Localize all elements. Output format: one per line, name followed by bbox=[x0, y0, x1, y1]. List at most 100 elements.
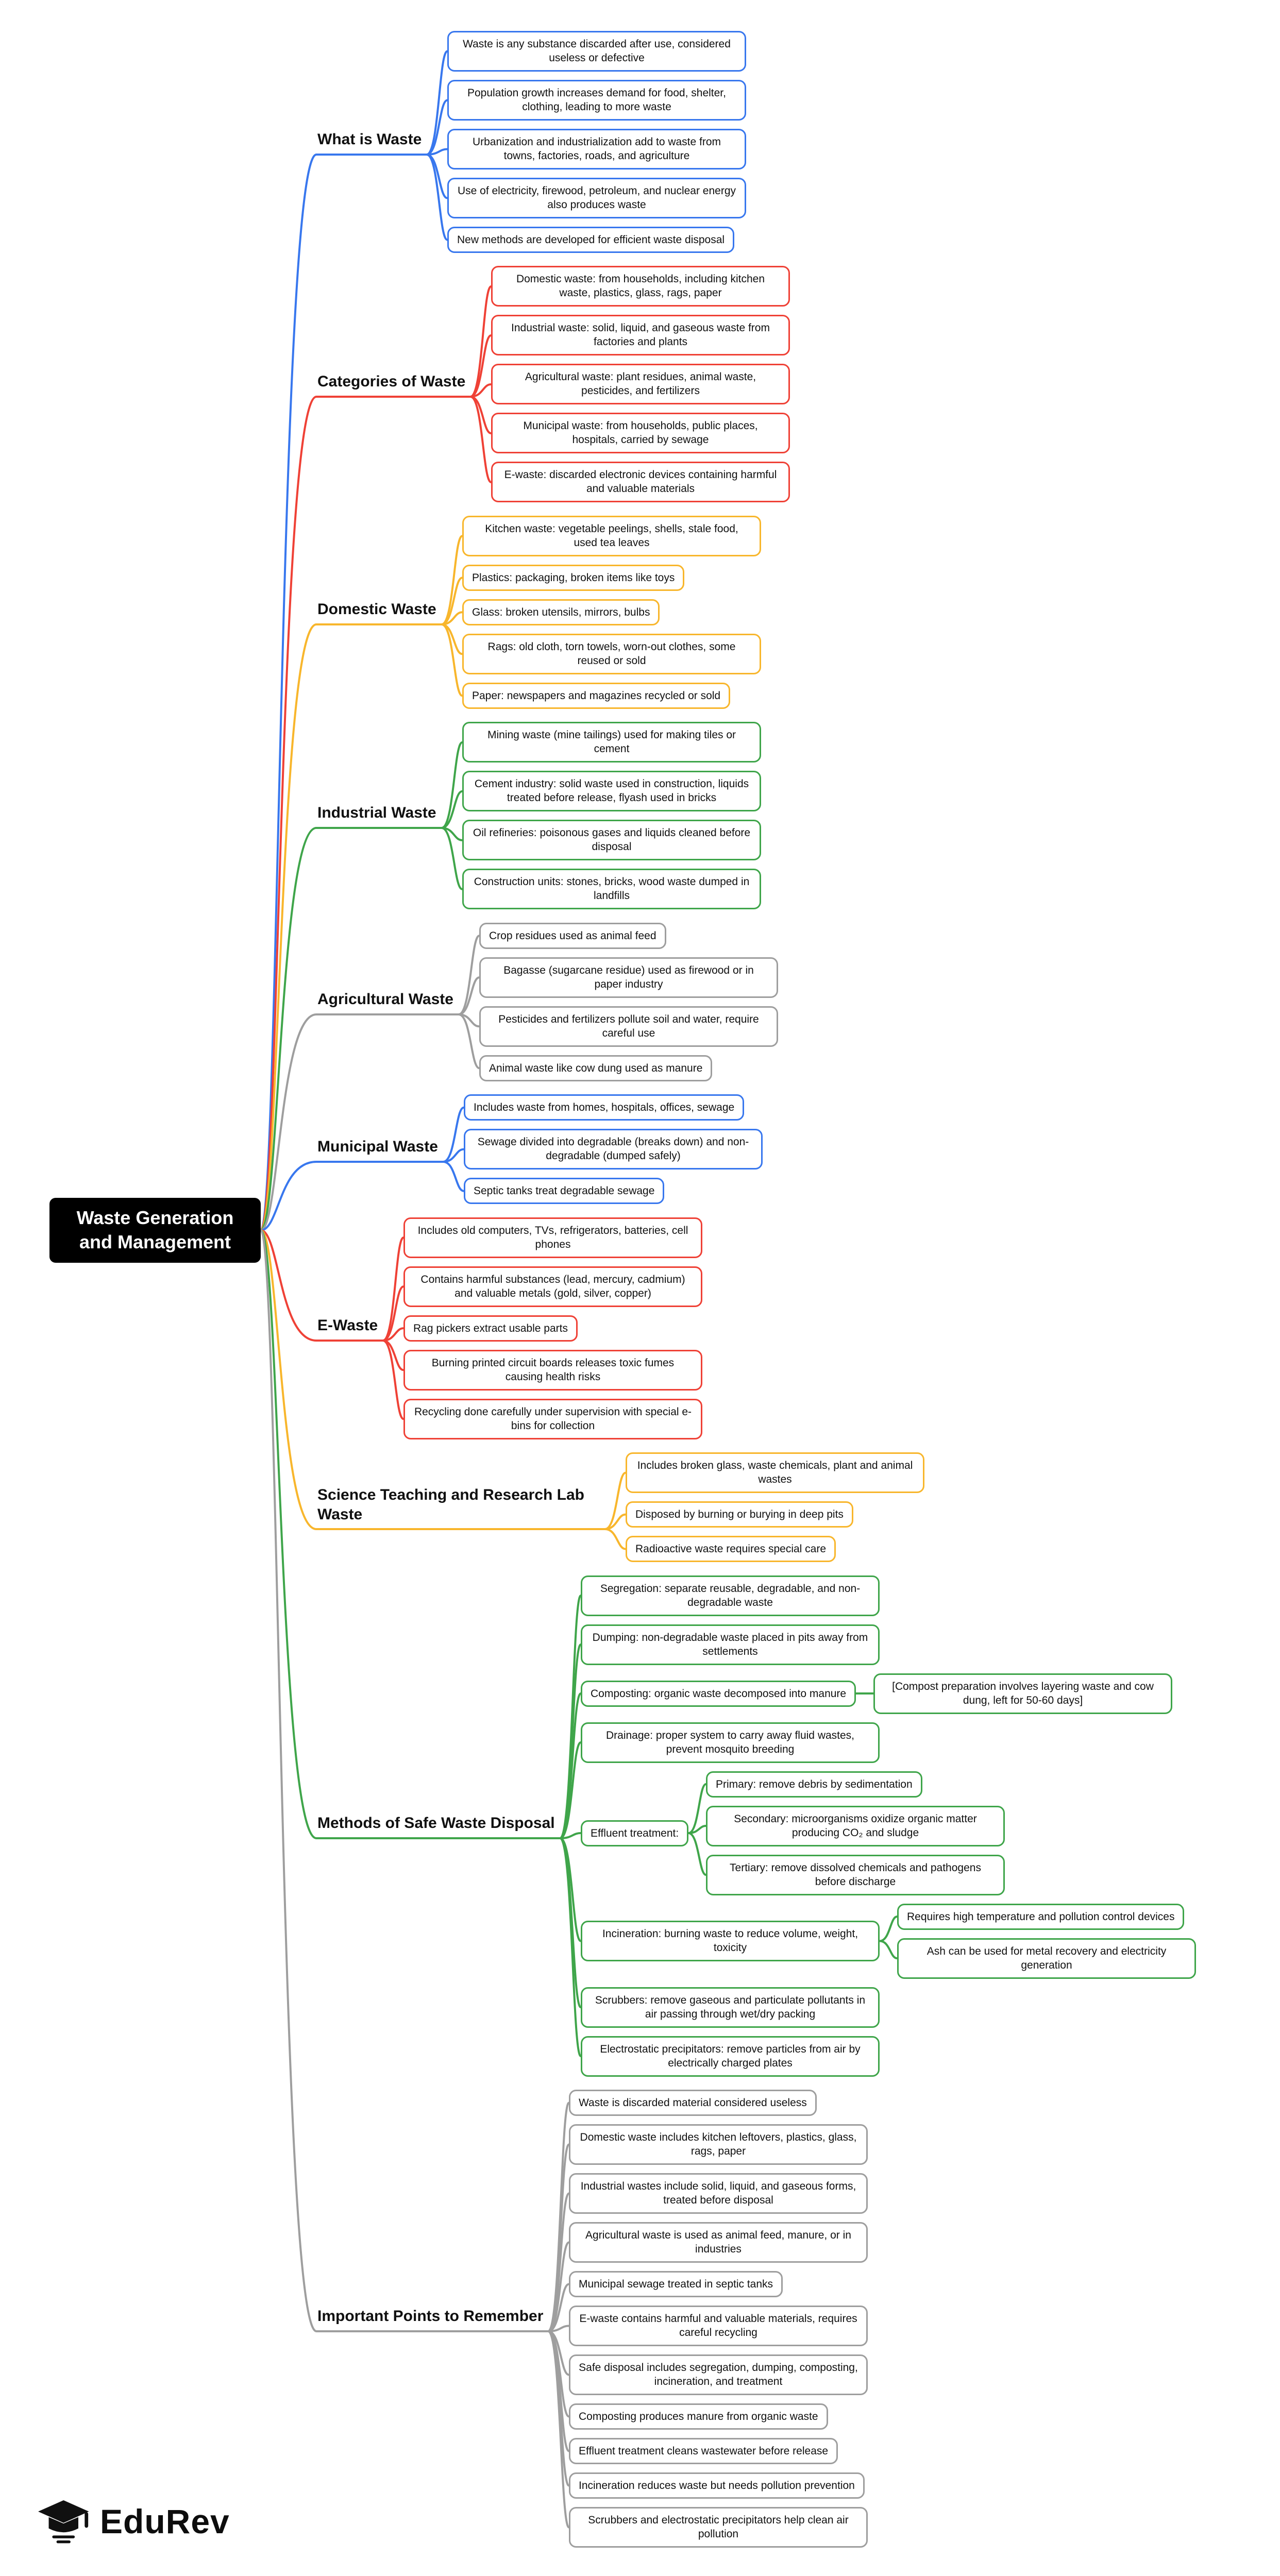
node-box: Municipal waste: from households, public… bbox=[491, 413, 790, 453]
node-box: Effluent treatment cleans wastewater bef… bbox=[569, 2438, 838, 2465]
node-box: Pesticides and fertilizers pollute soil … bbox=[479, 1006, 778, 1047]
connector bbox=[469, 334, 492, 398]
node-box: Secondary: microorganisms oxidize organi… bbox=[706, 1806, 1005, 1846]
connector bbox=[879, 1916, 898, 1942]
node-box: Includes broken glass, waste chemicals, … bbox=[626, 1452, 924, 1493]
branch-label: Agricultural Waste bbox=[316, 989, 459, 1015]
edurev-logo: EduRev bbox=[38, 2498, 230, 2545]
connector bbox=[260, 623, 317, 1231]
node-box: E-waste contains harmful and valuable ma… bbox=[569, 2306, 868, 2346]
node-box: Glass: broken utensils, mirrors, bulbs bbox=[462, 599, 660, 626]
node-box: Segregation: separate reusable, degradab… bbox=[581, 1575, 880, 1616]
connector bbox=[260, 1229, 317, 2332]
node-box: Ash can be used for metal recovery and e… bbox=[897, 1938, 1196, 1979]
connector bbox=[547, 2241, 570, 2332]
node-box: Recycling done carefully under supervisi… bbox=[403, 1399, 702, 1439]
node-box: Plastics: packaging, broken items like t… bbox=[462, 565, 685, 591]
node-box: Waste is any substance discarded after u… bbox=[447, 31, 746, 72]
branch-label: E-Waste bbox=[316, 1315, 383, 1342]
connector bbox=[260, 827, 317, 1231]
connector bbox=[441, 535, 463, 625]
node-box: Oil refineries: poisonous gases and liqu… bbox=[462, 820, 761, 860]
node-box: Domestic waste includes kitchen leftover… bbox=[569, 2124, 868, 2165]
node-box: Use of electricity, firewood, petroleum,… bbox=[447, 178, 746, 218]
node-box: Electrostatic precipitators: remove part… bbox=[581, 2036, 880, 2077]
node-box: Composting produces manure from organic … bbox=[569, 2403, 828, 2430]
node-box: [Compost preparation involves layering w… bbox=[873, 1673, 1172, 1714]
node-box: Primary: remove debris by sedimentation bbox=[706, 1771, 922, 1798]
connector bbox=[442, 1106, 465, 1163]
node-box: Sewage divided into degradable (breaks d… bbox=[464, 1129, 763, 1170]
node-box: Safe disposal includes segregation, dump… bbox=[569, 2354, 868, 2395]
connector bbox=[260, 1013, 317, 1231]
node-box: Agricultural waste is used as animal fee… bbox=[569, 2222, 868, 2263]
node-box: Dumping: non-degradable waste placed in … bbox=[581, 1624, 880, 1665]
node-box: Requires high temperature and pollution … bbox=[897, 1904, 1185, 1930]
connector bbox=[687, 1825, 707, 1835]
node-box: Paper: newspapers and magazines recycled… bbox=[462, 683, 731, 709]
node-box: Bagasse (sugarcane residue) used as fire… bbox=[479, 957, 778, 998]
connector bbox=[382, 1285, 405, 1342]
connector bbox=[441, 741, 463, 829]
node-box: Mining waste (mine tailings) used for ma… bbox=[462, 722, 761, 762]
node-box: Radioactive waste requires special care bbox=[626, 1536, 836, 1563]
branch-label: Important Points to Remember bbox=[316, 2306, 549, 2332]
connector bbox=[441, 623, 463, 697]
connector bbox=[260, 154, 317, 1231]
connector bbox=[441, 827, 463, 890]
node-box: Population growth increases demand for f… bbox=[447, 80, 746, 121]
connector bbox=[260, 1229, 317, 1342]
connector bbox=[426, 154, 448, 241]
node-box: Urbanization and industrialization add t… bbox=[447, 129, 746, 170]
node-box: Rags: old cloth, torn towels, worn-out c… bbox=[462, 634, 761, 674]
node-box: Animal waste like cow dung used as manur… bbox=[479, 1055, 713, 1082]
node-box: Scrubbers: remove gaseous and particulat… bbox=[581, 1987, 880, 2028]
node-box: Rag pickers extract usable parts bbox=[403, 1315, 578, 1342]
connector bbox=[426, 50, 448, 156]
node-box: Burning printed circuit boards releases … bbox=[403, 1350, 702, 1391]
node-box: Tertiary: remove dissolved chemicals and… bbox=[706, 1855, 1005, 1895]
node-box: Includes old computers, TVs, refrigerato… bbox=[403, 1217, 702, 1258]
connector bbox=[441, 577, 463, 625]
edurev-logo-text: EduRev bbox=[100, 2502, 230, 2540]
branch-label: Science Teaching and Research Lab Waste bbox=[316, 1484, 605, 1530]
branch-label: Categories of Waste bbox=[316, 371, 471, 398]
connector bbox=[547, 2283, 570, 2332]
connector bbox=[469, 285, 492, 398]
branch-label: Domestic Waste bbox=[316, 599, 442, 625]
node-box: Disposed by burning or burying in deep p… bbox=[626, 1501, 853, 1528]
connector bbox=[604, 1528, 627, 1550]
node-box: Industrial waste: solid, liquid, and gas… bbox=[491, 315, 790, 355]
connector bbox=[559, 1832, 582, 1839]
connector bbox=[687, 1783, 707, 1835]
connector bbox=[426, 99, 448, 156]
node-box: Contains harmful substances (lead, mercu… bbox=[403, 1266, 702, 1307]
connector bbox=[458, 1013, 480, 1070]
branch-label: Industrial Waste bbox=[316, 802, 442, 829]
connector bbox=[547, 2330, 570, 2529]
node-box: Industrial wastes include solid, liquid,… bbox=[569, 2173, 868, 2214]
branch-label: Municipal Waste bbox=[316, 1136, 443, 1163]
node-box: Kitchen waste: vegetable peelings, shell… bbox=[462, 516, 761, 556]
node-box: Waste is discarded material considered u… bbox=[569, 2090, 817, 2116]
node-box: Incineration: burning waste to reduce vo… bbox=[581, 1921, 880, 1961]
connector bbox=[469, 383, 492, 398]
central-topic: Waste Generation and Management bbox=[49, 1198, 261, 1263]
node-box: Composting: organic waste decomposed int… bbox=[581, 1681, 856, 1707]
connector bbox=[442, 1161, 465, 1192]
connector bbox=[382, 1236, 405, 1342]
connector bbox=[559, 1741, 582, 1839]
node-box: Municipal sewage treated in septic tanks bbox=[569, 2271, 783, 2298]
graduation-cap-icon bbox=[38, 2500, 89, 2544]
node-box: Septic tanks treat degradable sewage bbox=[464, 1178, 665, 1205]
connector bbox=[604, 1471, 627, 1530]
connector bbox=[687, 1832, 707, 1876]
node-box: Agricultural waste: plant residues, anim… bbox=[491, 364, 790, 404]
node-box: Includes waste from homes, hospitals, of… bbox=[464, 1094, 745, 1121]
connector bbox=[260, 1229, 317, 1530]
node-box: E-waste: discarded electronic devices co… bbox=[491, 462, 790, 502]
node-box: Effluent treatment: bbox=[581, 1820, 689, 1847]
connector bbox=[458, 935, 480, 1015]
